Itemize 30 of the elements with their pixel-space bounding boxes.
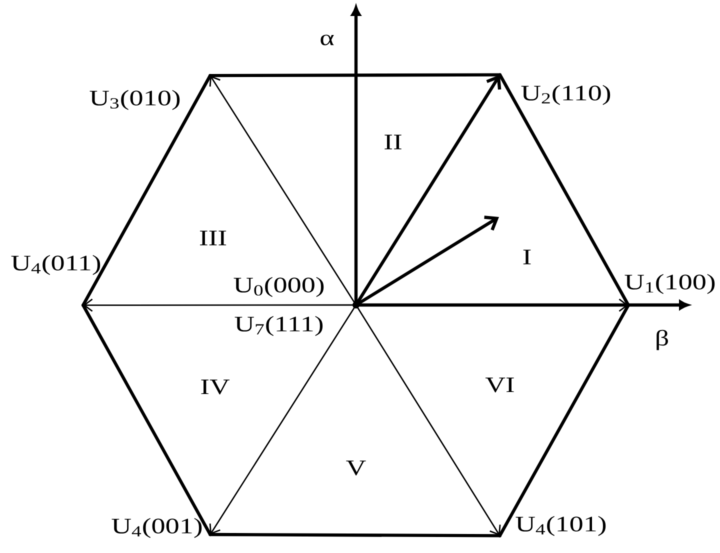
hexagon-side [498,304,630,538]
vector-label: U$_{4}$(001) [112,518,202,538]
hexagon-side [82,74,212,307]
vector-arrow [359,298,628,312]
vector-label: U$_{3}$(010) [90,90,180,110]
sector-label: VI [485,378,514,392]
vector-label: U$_{4}$(011) [11,255,100,275]
hexagon-side [208,532,502,538]
vector-arrow [209,307,355,535]
origin-dot [352,302,360,308]
vector-label: U$_{1}$(100) [624,274,715,294]
vector-arrow [209,76,355,303]
hexagon-side [82,304,212,536]
sector-label: IV [201,380,230,394]
vector-arrow [358,216,499,305]
vector-label: U$_{7}$(111) [234,316,323,336]
vector-label: U$_{0}$(000) [234,277,324,297]
axis-label: β [656,330,668,350]
vector-arrow [83,298,353,312]
sector-label: II [384,134,402,150]
sector-label: V [346,460,366,476]
vector-arrow [357,307,501,536]
sector-label: III [200,230,226,246]
sector-label: I [523,250,531,264]
axis-label: α [320,34,334,46]
vector-arrow [356,74,502,304]
hexagon-side [208,73,502,78]
vector-label: U$_{4}$(101) [516,516,606,536]
hexagon-side [498,73,630,307]
vector-label: U$_{2}$(110) [521,85,610,105]
